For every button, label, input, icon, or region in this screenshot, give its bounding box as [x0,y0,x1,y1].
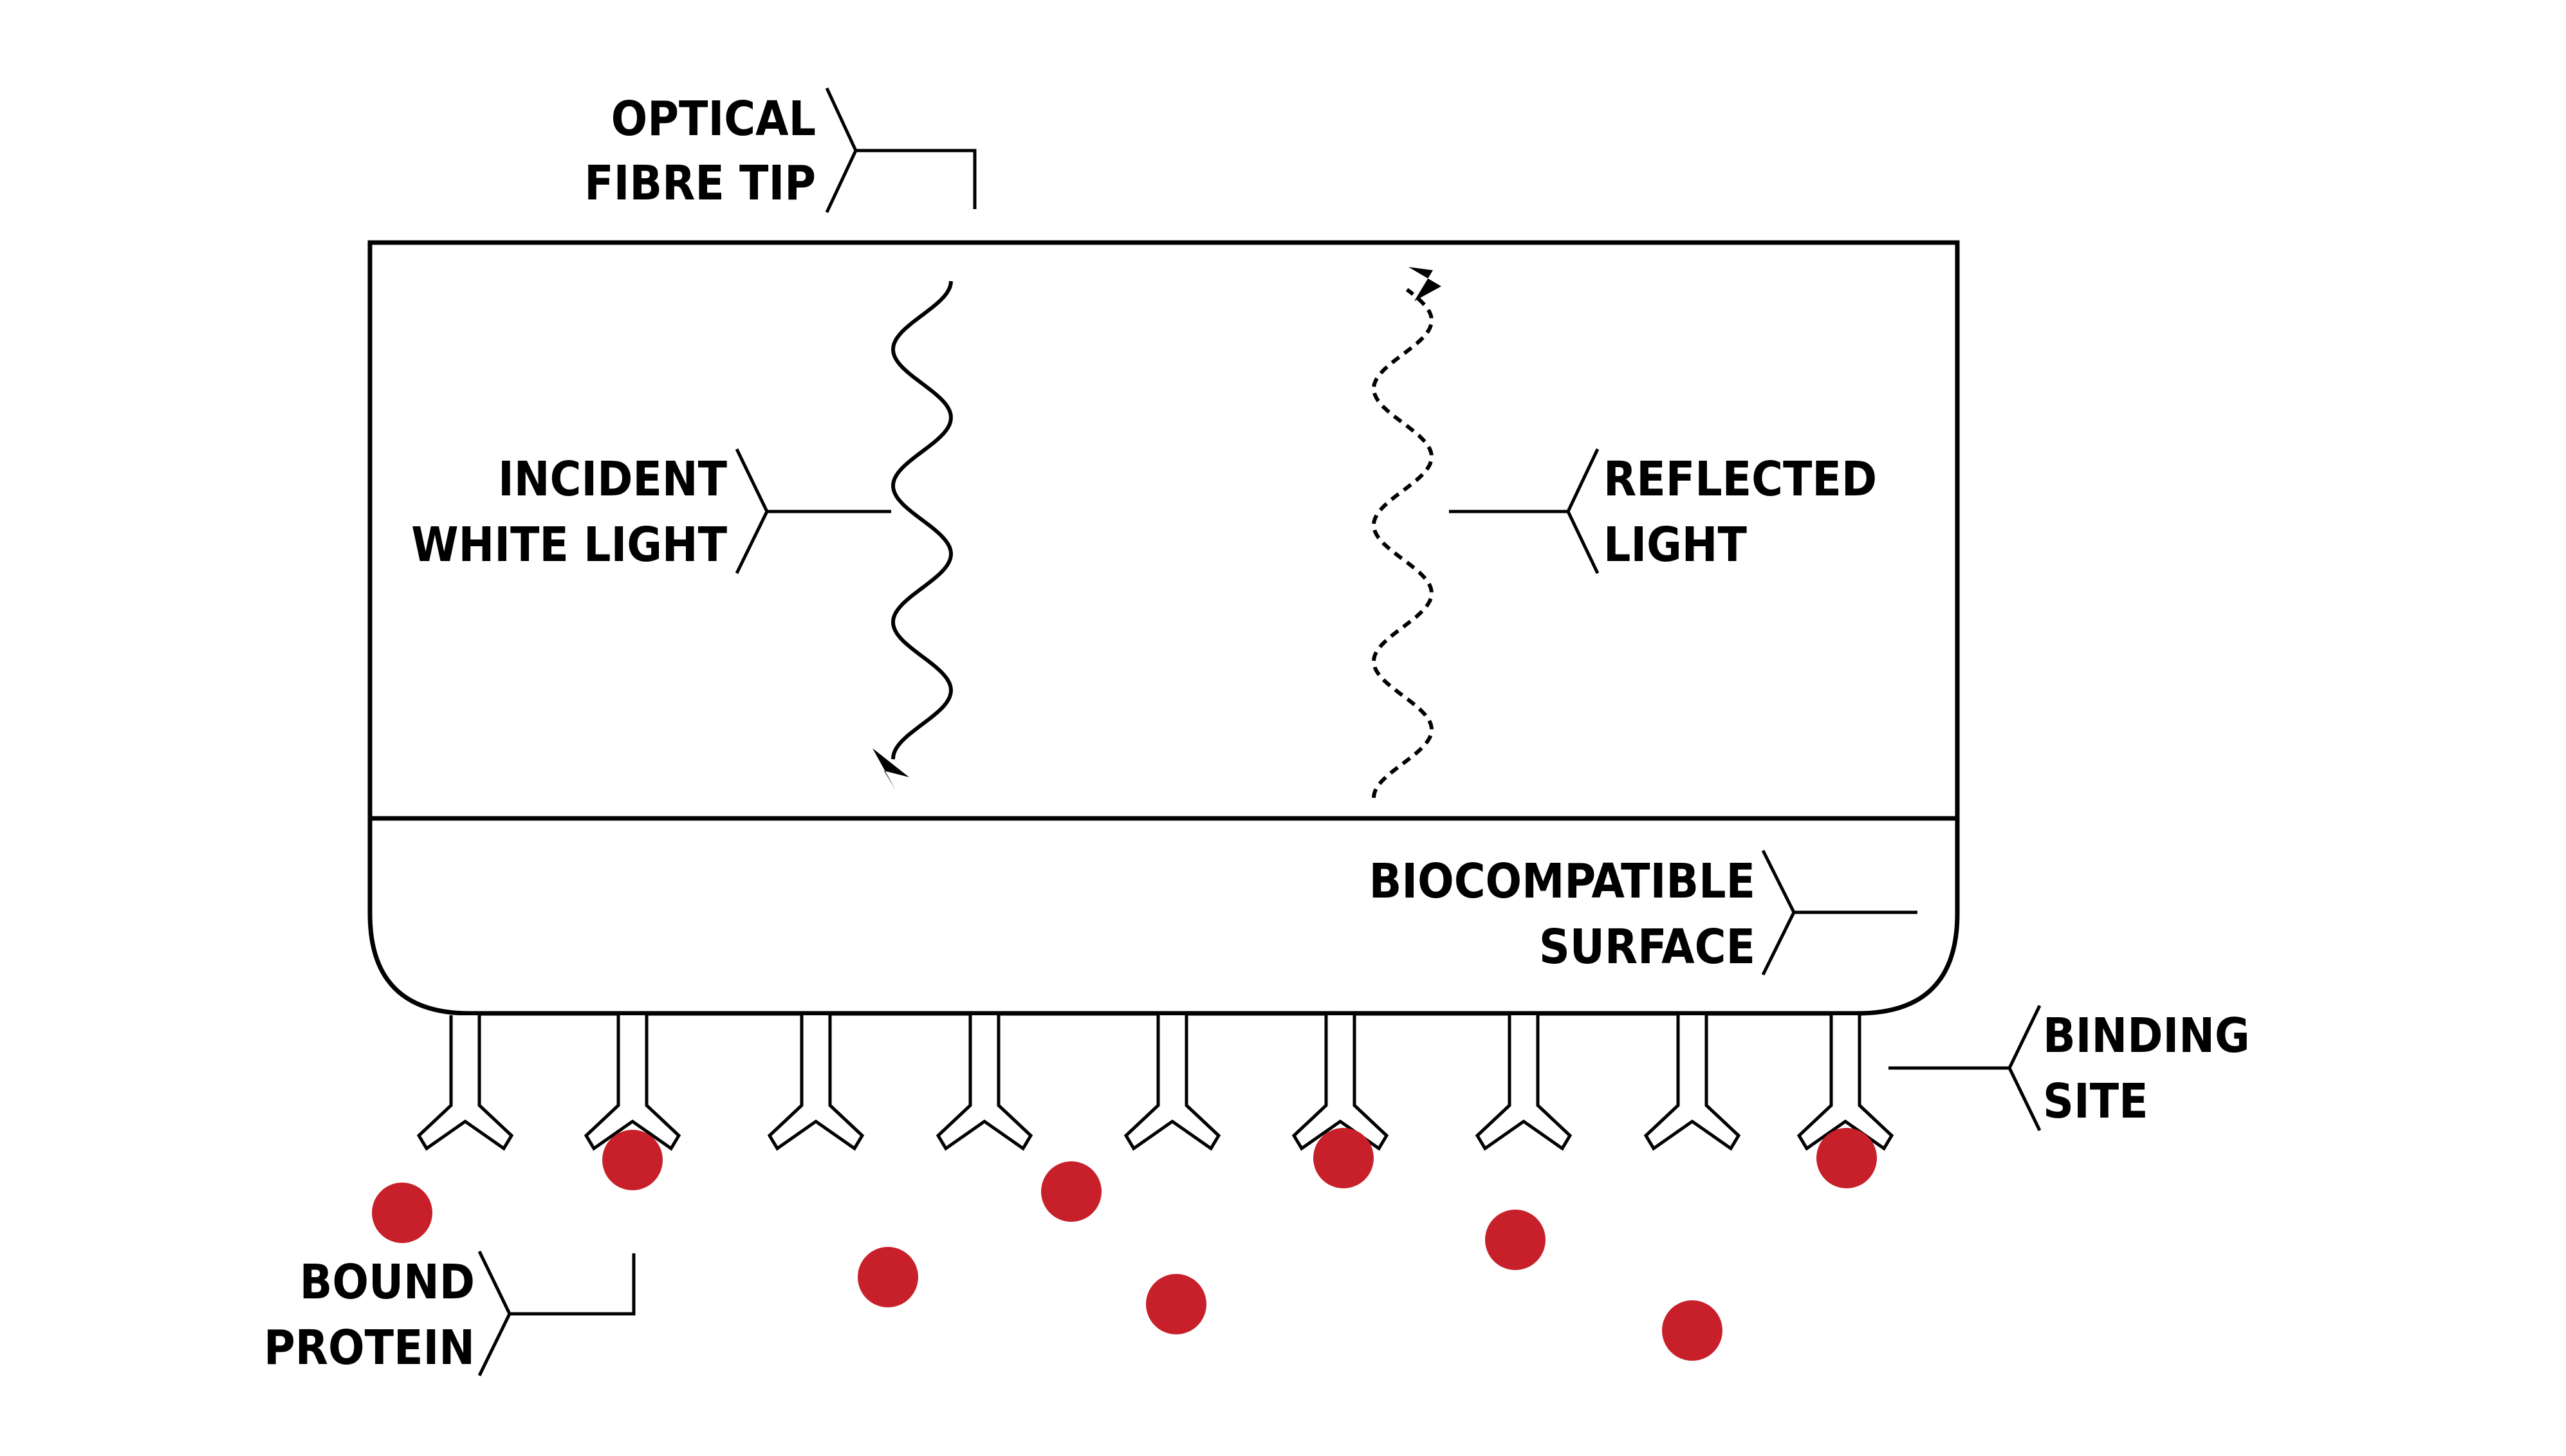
protein [1816,1128,1877,1188]
protein [1485,1210,1546,1270]
optical-fibre-tip-line1: OPTICAL [611,91,816,147]
protein [372,1183,432,1243]
protein [1313,1128,1374,1188]
incident-white-light-line2: WHITE LIGHT [411,517,728,573]
protein [1146,1274,1206,1334]
binding-sites [416,1015,1894,1151]
binding-site [1291,1015,1389,1151]
bound-protein-line2: PROTEIN [264,1320,475,1376]
protein [1041,1161,1102,1222]
label-reflected-light: REFLECTED LIGHT [1449,447,1937,575]
binding-site [416,1015,514,1151]
optical-fibre-body [367,240,1960,1016]
protein [858,1247,918,1307]
label-optical-fibre-tip: OPTICAL FIBRE TIP [490,86,977,214]
label-bound-protein: BOUND PROTEIN [148,1249,636,1378]
label-incident-white-light: INCIDENT WHITE LIGHT [402,447,891,575]
incident-light-wave [891,281,954,760]
protein [602,1130,663,1190]
binding-site-line1: BINDING [2043,1008,2250,1064]
binding-site [1796,1015,1894,1151]
protein [1662,1300,1722,1361]
incident-arrowhead [872,748,909,790]
binding-site [936,1015,1033,1151]
reflected-arrowhead [1408,267,1441,301]
label-binding-site: BINDING SITE [1888,1004,2377,1132]
label-biocompatible-surface: BIOCOMPATIBLE SURFACE [1369,849,1917,977]
reflected-light-line2: LIGHT [1603,517,1748,573]
optical-fibre-tip-line2: FIBRE TIP [584,156,816,211]
reflected-light-line1: REFLECTED [1603,452,1877,507]
binding-site [1123,1015,1221,1151]
bound-protein-line1: BOUND [300,1255,475,1310]
binding-site-line2: SITE [2043,1074,2148,1129]
biocompatible-surface-line1: BIOCOMPATIBLE [1369,854,1755,909]
reflected-light-wave [1371,288,1434,798]
binding-site [767,1015,865,1151]
proteins [372,1128,1877,1361]
biocompatible-surface-line2: SURFACE [1539,919,1755,975]
incident-white-light-line1: INCIDENT [498,452,728,507]
binding-site [584,1015,681,1151]
binding-site [1475,1015,1573,1151]
binding-site [1643,1015,1741,1151]
